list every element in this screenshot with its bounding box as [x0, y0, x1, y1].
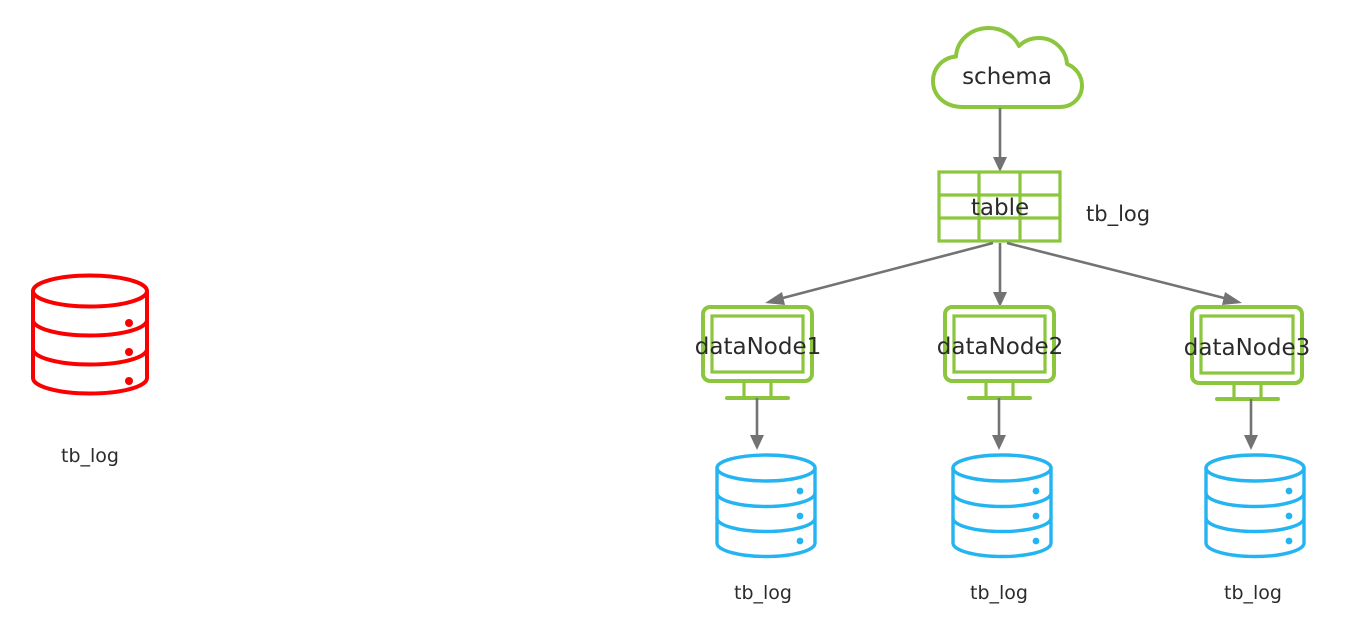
- datanode-2-group[interactable]: dataNode2: [937, 305, 1063, 400]
- connector-datanode3-to-storage: [1244, 399, 1258, 450]
- datanode-3-label: dataNode3: [1184, 335, 1310, 361]
- source-database-group[interactable]: tb_log: [31, 273, 149, 468]
- connector-schema-to-table: [993, 108, 1007, 172]
- datanode-1-group[interactable]: dataNode1: [695, 305, 821, 400]
- connector-table-to-datanode2: [993, 243, 1007, 307]
- datanode-2-storage-group[interactable]: tb_log: [951, 453, 1053, 604]
- connector-datanode2-to-storage: [992, 398, 1006, 450]
- source-database-label: tb_log: [61, 445, 119, 467]
- datanode-3-storage-label: tb_log: [1224, 582, 1282, 604]
- datanode-2-storage-label: tb_log: [970, 582, 1028, 604]
- connector-table-to-datanode1: [765, 241, 994, 305]
- schema-label: schema: [962, 64, 1052, 90]
- connector-datanode1-to-storage: [750, 398, 764, 450]
- table-node-group[interactable]: table tb_log: [937, 170, 1150, 243]
- table-label: table: [971, 195, 1029, 221]
- monitor-icon: [1190, 305, 1304, 401]
- table-grid-icon: [937, 170, 1062, 243]
- database-cylinder-icon: [951, 453, 1053, 559]
- connector-table-to-datanode3: [1006, 241, 1242, 305]
- database-cylinder-icon: [31, 273, 149, 396]
- datanode-1-storage-group[interactable]: tb_log: [715, 453, 817, 604]
- table-side-label: tb_log: [1086, 202, 1150, 227]
- datanode-3-group[interactable]: dataNode3: [1184, 305, 1310, 401]
- datanode-2-label: dataNode2: [937, 334, 1063, 360]
- database-cylinder-icon: [1204, 453, 1306, 559]
- schema-node-group[interactable]: schema: [931, 26, 1084, 109]
- datanode-3-storage-group[interactable]: tb_log: [1204, 453, 1306, 604]
- database-cylinder-icon: [715, 453, 817, 559]
- datanode-1-storage-label: tb_log: [734, 582, 792, 604]
- cloud-icon: [931, 26, 1084, 109]
- datanode-1-label: dataNode1: [695, 334, 821, 360]
